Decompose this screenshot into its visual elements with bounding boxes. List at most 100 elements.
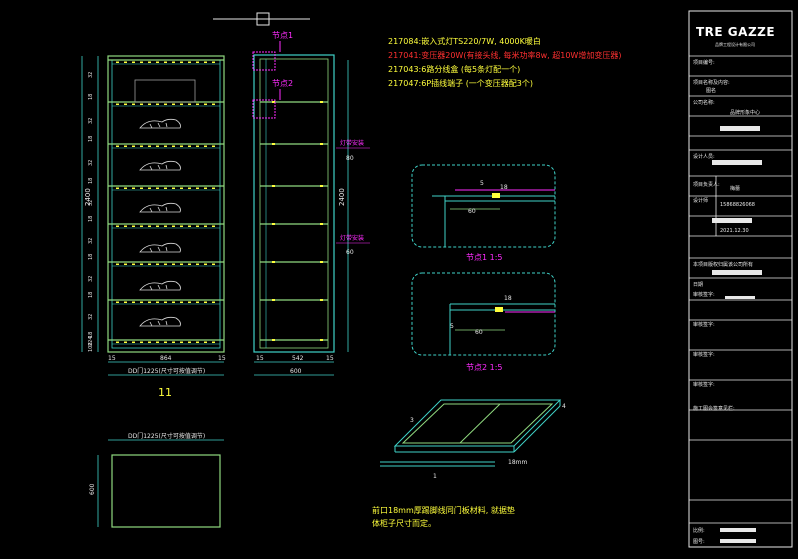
- title-filler-box-1: [712, 160, 762, 165]
- front-led-0: [124, 61, 127, 63]
- front-led-4: [124, 225, 127, 227]
- front-led-3: [140, 187, 143, 189]
- front-led-2: [164, 145, 167, 147]
- front-led-5: [140, 263, 143, 265]
- shoe-icon: [139, 316, 181, 327]
- title-row-text-4: 品牌形象中心: [730, 109, 760, 116]
- side-height-dim: 2400: [338, 188, 346, 206]
- title-row-text-11: 本项目版权归属该公司所有: [693, 261, 753, 268]
- front-led-2: [148, 145, 151, 147]
- side-small-dim-2: 60: [346, 249, 354, 256]
- front-led-1: [156, 103, 159, 105]
- front-led-6: [156, 301, 159, 303]
- front-led-0: [204, 61, 207, 63]
- front-shelf-dim-label: 18: [88, 254, 94, 260]
- side-led-6: [320, 339, 323, 341]
- title-row-text-19: 图号:: [693, 539, 705, 545]
- note-line-3: 217043:6路分线盒 (每5条灯配一个): [388, 64, 520, 74]
- side-led-3: [272, 223, 275, 225]
- side-led-0: [272, 101, 275, 103]
- front-led-6: [204, 301, 207, 303]
- front-led-2: [196, 145, 199, 147]
- front-shelf-dim-label: 224: [88, 336, 94, 346]
- front-shelf-dim-label: 32: [88, 238, 94, 244]
- title-row-text-12: 日期: [693, 282, 703, 288]
- front-led-6: [164, 301, 167, 303]
- title-row-text-10: 2021.12.30: [720, 228, 749, 234]
- title-filler-box-3: [712, 270, 762, 275]
- side-inner-dim-mid: 542: [292, 355, 304, 362]
- shoe-icon: [139, 118, 181, 129]
- title-block: TRE GAZZE 品牌工程设计有限公司 项目编号:项目名称及内容:图名公司名称…: [688, 10, 793, 548]
- title-logo: TRE GAZZE: [696, 25, 775, 39]
- front-led-7: [132, 341, 135, 343]
- front-led-6: [116, 301, 119, 303]
- node1-d1: 5: [480, 180, 484, 187]
- shoe-icon: [139, 280, 181, 291]
- front-shelf-dim-label: 32: [88, 314, 94, 320]
- plan-depth-dim: 600: [89, 483, 96, 495]
- front-led-7: [164, 341, 167, 343]
- front-led-2: [116, 145, 119, 147]
- front-led-3: [212, 187, 215, 189]
- side-inner-dim-left: 15: [256, 355, 264, 362]
- front-led-0: [188, 61, 191, 63]
- side-led-6: [272, 339, 275, 341]
- front-led-1: [132, 103, 135, 105]
- front-led-2: [124, 145, 127, 147]
- side-led-3: [320, 223, 323, 225]
- front-height-dim: 2400: [84, 188, 92, 206]
- iso-label-1: 3: [410, 417, 414, 424]
- front-led-0: [116, 61, 119, 63]
- title-row-text-3: 公司名称:: [693, 99, 715, 106]
- front-led-3: [204, 187, 207, 189]
- front-led-3: [196, 187, 199, 189]
- side-led-0: [320, 101, 323, 103]
- title-filler-box-6: [725, 296, 755, 299]
- side-view: 节点1 节点2 灯带安装 灯带安装 80 60 2400 15 542 15 6…: [252, 31, 370, 376]
- front-shelf-dim-label: 18: [88, 216, 94, 222]
- front-led-6: [132, 301, 135, 303]
- front-shelf-dim-label: 18: [88, 94, 94, 100]
- front-led-4: [132, 225, 135, 227]
- front-led-5: [156, 263, 159, 265]
- plan-caption: DD门1225(尺寸可按值调节): [128, 432, 205, 440]
- front-led-4: [156, 225, 159, 227]
- side-led-1: [272, 143, 275, 145]
- front-led-3: [156, 187, 159, 189]
- side-led-5: [272, 299, 275, 301]
- front-led-2: [204, 145, 207, 147]
- title-row-text-18: 比例:: [693, 527, 705, 534]
- front-shelf-dim-label: 100: [88, 342, 94, 352]
- front-led-5: [148, 263, 151, 265]
- shoe-icon: [139, 242, 181, 253]
- front-shelf-dim-label: 32: [88, 200, 94, 206]
- front-led-4: [140, 225, 143, 227]
- front-led-5: [188, 263, 191, 265]
- title-row-text-15: 审核签字:: [693, 351, 715, 358]
- front-led-4: [204, 225, 207, 227]
- front-led-7: [124, 341, 127, 343]
- front-shelf-dim-label: 18: [88, 136, 94, 142]
- front-led-3: [124, 187, 127, 189]
- front-led-6: [196, 301, 199, 303]
- front-led-7: [148, 341, 151, 343]
- title-filler-box-0: [720, 126, 760, 131]
- title-row-text-16: 审核签字:: [693, 381, 715, 388]
- plan-view: DD门1225(尺寸可按值调节) 600: [89, 432, 224, 528]
- front-led-5: [204, 263, 207, 265]
- front-led-7: [116, 341, 119, 343]
- front-led-2: [132, 145, 135, 147]
- title-row-text-14: 审核签字:: [693, 321, 715, 328]
- front-shelf-dim-label: 32: [88, 72, 94, 78]
- note-line-4: 217047:6P插线端子 (一个变压器配3个): [388, 78, 533, 88]
- front-shelf-dim-label: 18: [88, 178, 94, 184]
- front-led-0: [132, 61, 135, 63]
- top-marker: [213, 12, 310, 26]
- front-led-7: [188, 341, 191, 343]
- front-led-6: [180, 301, 183, 303]
- iso-label-2: 4: [562, 403, 566, 410]
- front-led-1: [172, 103, 175, 105]
- side-led-2: [320, 185, 323, 187]
- front-led-5: [172, 263, 175, 265]
